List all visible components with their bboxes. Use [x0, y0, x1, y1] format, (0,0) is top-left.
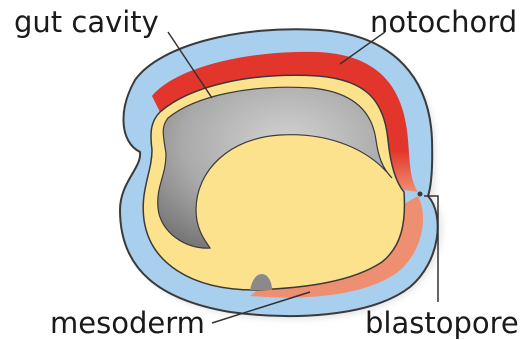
label-mesoderm: mesoderm	[50, 306, 205, 340]
label-gut-cavity: gut cavity	[14, 5, 159, 39]
blastopore-point	[418, 192, 423, 197]
label-blastopore: blastopore	[365, 306, 519, 340]
label-notochord: notochord	[370, 5, 517, 39]
